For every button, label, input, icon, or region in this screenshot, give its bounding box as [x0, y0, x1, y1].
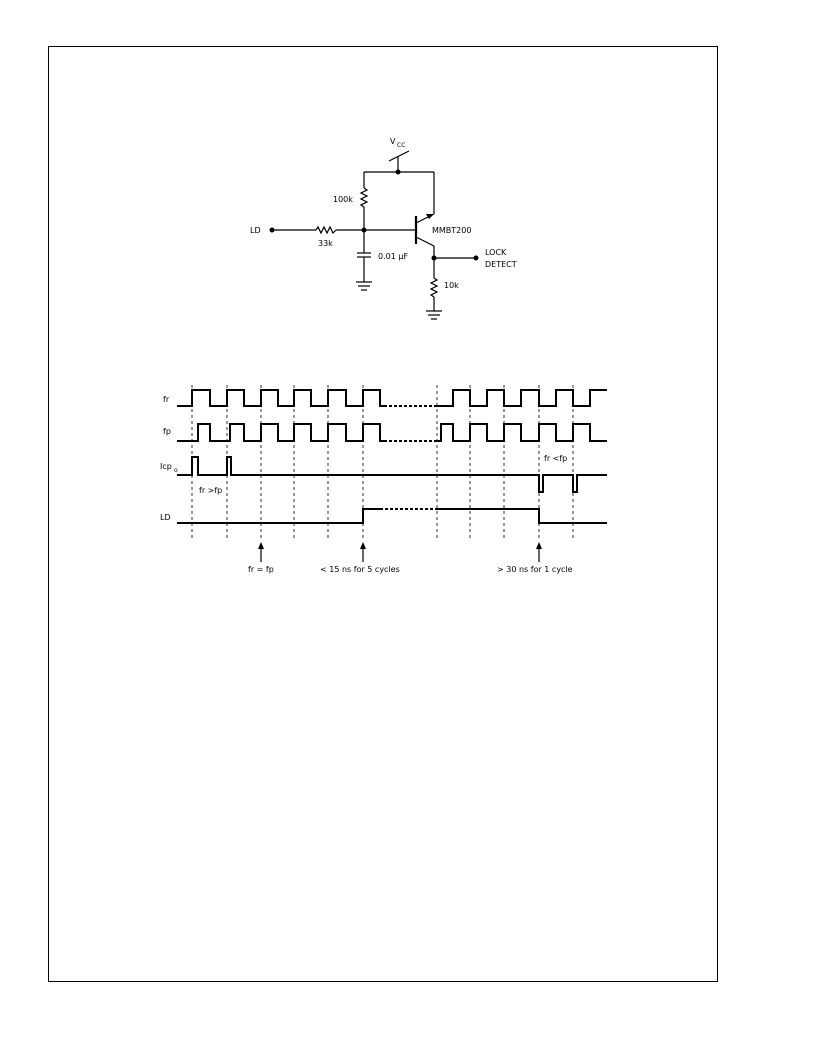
marker-fr-eq-fp [258, 542, 264, 562]
resistor-10k [429, 277, 439, 298]
transistor-label: MMBT200 [432, 226, 471, 235]
waveform-ld-2 [437, 508, 607, 524]
annotation-fr-gt-fp: fr >fp [199, 486, 222, 495]
marker-gt30-label: > 30 ns for 1 cycle [497, 565, 573, 574]
waveform-icp [177, 456, 607, 493]
waveform-fr [177, 389, 384, 407]
capacitor-label: 0.01 μF [378, 252, 408, 261]
marker-gt30 [536, 542, 542, 562]
ld-input-label: LD [250, 226, 261, 235]
waveform-fp [177, 423, 384, 442]
vcc-subscript: CC [397, 142, 405, 149]
resistor-100k [359, 187, 369, 208]
resistor-10k-label: 10k [444, 281, 459, 290]
marker-lt15-label: < 15 ns for 5 cycles [320, 565, 400, 574]
signal-label-ld: LD [160, 513, 171, 522]
signal-label-fp: fp [163, 427, 171, 436]
junction-dot [395, 169, 401, 175]
page-frame [48, 46, 718, 982]
waveform-ld [177, 508, 380, 524]
guide-lines [191, 385, 574, 538]
lock-detect-label-1: LOCK [485, 248, 507, 257]
resistor-100k-label: 100k [333, 195, 353, 204]
transistor-collector [415, 236, 435, 247]
signal-label-icp-sub: o [174, 467, 178, 474]
timing-diagram: fr fp Icp o fr >fp fr <fp LD fr = fp < 1… [160, 385, 607, 574]
annotation-fr-lt-fp: fr <fp [544, 454, 567, 463]
lock-detect-label-2: DETECT [485, 260, 517, 269]
vcc-label: V [390, 137, 396, 146]
vcc-symbol [388, 150, 410, 162]
resistor-33k-label: 33k [318, 239, 333, 248]
waveform-fr-2 [437, 389, 607, 407]
marker-lt15 [360, 542, 366, 562]
circuit-schematic: V CC 100k LD 33k 0.01 μF [250, 137, 517, 320]
lock-detect-terminal [473, 255, 479, 261]
signal-label-icp: Icp [160, 462, 172, 471]
resistor-33k [315, 225, 337, 235]
marker-fr-eq-fp-label: fr = fp [248, 565, 274, 574]
signal-label-fr: fr [163, 395, 170, 404]
waveform-fp-2 [437, 423, 607, 442]
emitter-arrow [426, 214, 434, 219]
